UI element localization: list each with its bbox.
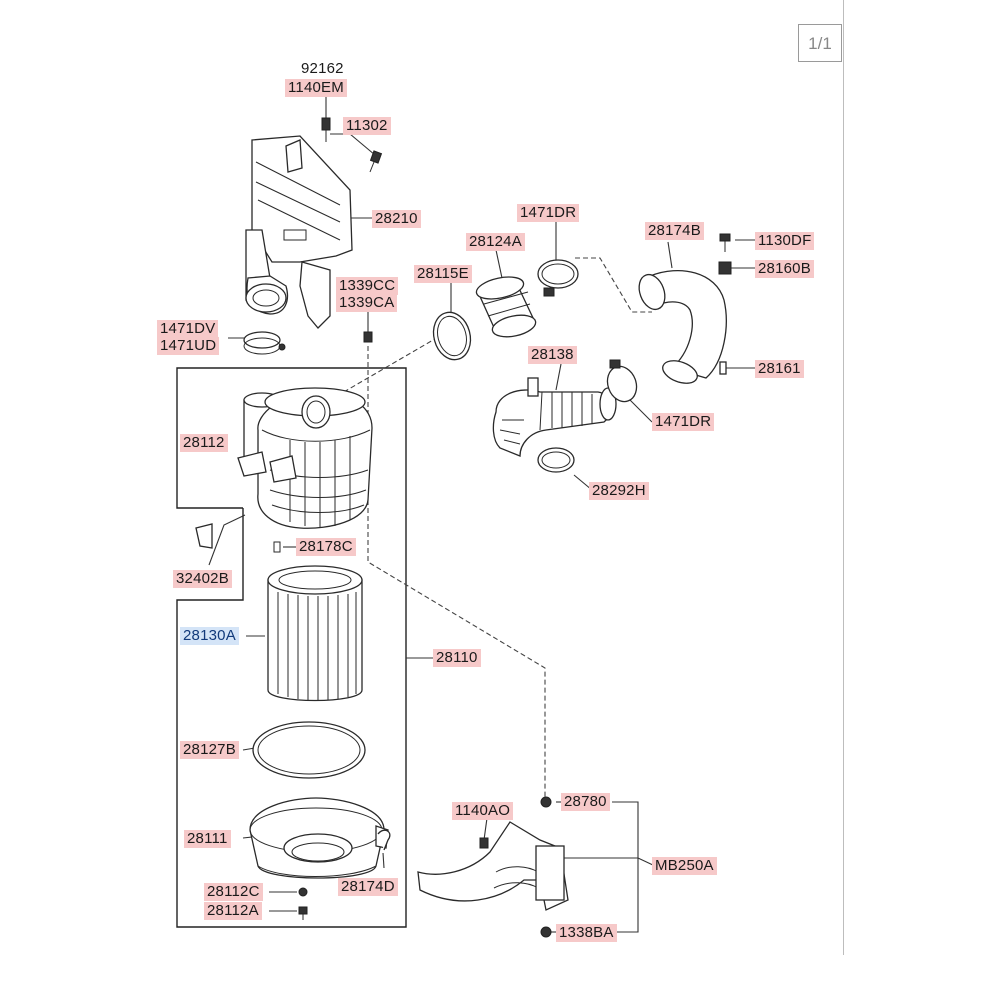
callout-28112[interactable]: 28112	[180, 434, 228, 452]
callout-28110[interactable]: 28110	[433, 649, 481, 667]
bolt-1130DF	[719, 233, 731, 252]
grommet-28160B	[718, 261, 732, 275]
callout-28210[interactable]: 28210	[372, 210, 421, 228]
callout-1140AO[interactable]: 1140AO	[452, 802, 514, 820]
hose-28174B	[638, 269, 727, 384]
callout-1471DR-lower[interactable]: 1471DR	[652, 413, 715, 431]
tag-32402B	[195, 523, 213, 549]
callout-28127B[interactable]: 28127B	[180, 741, 239, 759]
clamp-28292H	[537, 447, 575, 473]
callout-1471DV[interactable]: 1471DV	[157, 320, 219, 338]
callout-28292H[interactable]: 28292H	[589, 482, 649, 500]
callout-28178C[interactable]: 28178C	[296, 538, 356, 556]
bracket-MB250A	[417, 796, 569, 938]
callout-1140EM[interactable]: 1140EM	[285, 79, 347, 97]
bolt-1140EM	[321, 117, 331, 142]
pin-28161	[719, 361, 727, 375]
callout-1471DR-top[interactable]: 1471DR	[517, 204, 580, 222]
callout-28174B[interactable]: 28174B	[645, 222, 704, 240]
filter-28130A	[267, 565, 363, 702]
panel-divider	[843, 0, 844, 955]
callout-1338BA[interactable]: 1338BA	[556, 924, 617, 942]
callout-28112A[interactable]: 28112A	[204, 902, 262, 920]
callout-28161[interactable]: 28161	[755, 360, 804, 378]
callout-28130A[interactable]: 28130A	[180, 627, 239, 645]
assembly-frame	[176, 367, 407, 928]
bolt-1339CC	[363, 331, 373, 343]
clamp-1471DR-lower	[606, 359, 638, 403]
callout-28780[interactable]: 28780	[561, 793, 610, 811]
clamp-1471DR-top	[537, 259, 579, 297]
bolt-28112A	[298, 906, 308, 920]
dashed-lines	[329, 257, 652, 798]
callout-92162: 92162	[301, 60, 344, 77]
callout-28115E[interactable]: 28115E	[414, 265, 472, 283]
hose-28138	[492, 377, 617, 457]
callout-1339CA[interactable]: 1339CA	[336, 294, 398, 312]
lower-cover-28111	[249, 797, 389, 879]
housing-28112	[237, 387, 373, 553]
nut-28112C	[298, 887, 308, 897]
ring-28115E	[432, 311, 472, 361]
gasket-28127B	[252, 721, 366, 779]
bolt-11302	[369, 150, 383, 173]
callout-11302[interactable]: 11302	[343, 117, 391, 135]
callout-32402B[interactable]: 32402B	[173, 570, 232, 588]
callout-MB250A[interactable]: MB250A	[652, 857, 717, 875]
callout-28111[interactable]: 28111	[184, 830, 231, 848]
callout-1339CC[interactable]: 1339CC	[336, 277, 399, 295]
callout-28112C[interactable]: 28112C	[204, 883, 263, 901]
callout-1471UD[interactable]: 1471UD	[157, 337, 220, 355]
callout-1130DF[interactable]: 1130DF	[755, 232, 815, 250]
clip-28174D	[377, 829, 391, 851]
callout-28160B[interactable]: 28160B	[755, 260, 814, 278]
page-indicator[interactable]: 1/1	[798, 24, 842, 62]
adapter-28124A	[475, 276, 537, 338]
upper-cover-28210	[245, 135, 353, 329]
callout-28174D[interactable]: 28174D	[338, 878, 398, 896]
callout-28138[interactable]: 28138	[528, 346, 577, 364]
leader-lines	[208, 96, 755, 933]
callout-28124A[interactable]: 28124A	[466, 233, 525, 251]
clamp-1471DV	[243, 331, 286, 355]
